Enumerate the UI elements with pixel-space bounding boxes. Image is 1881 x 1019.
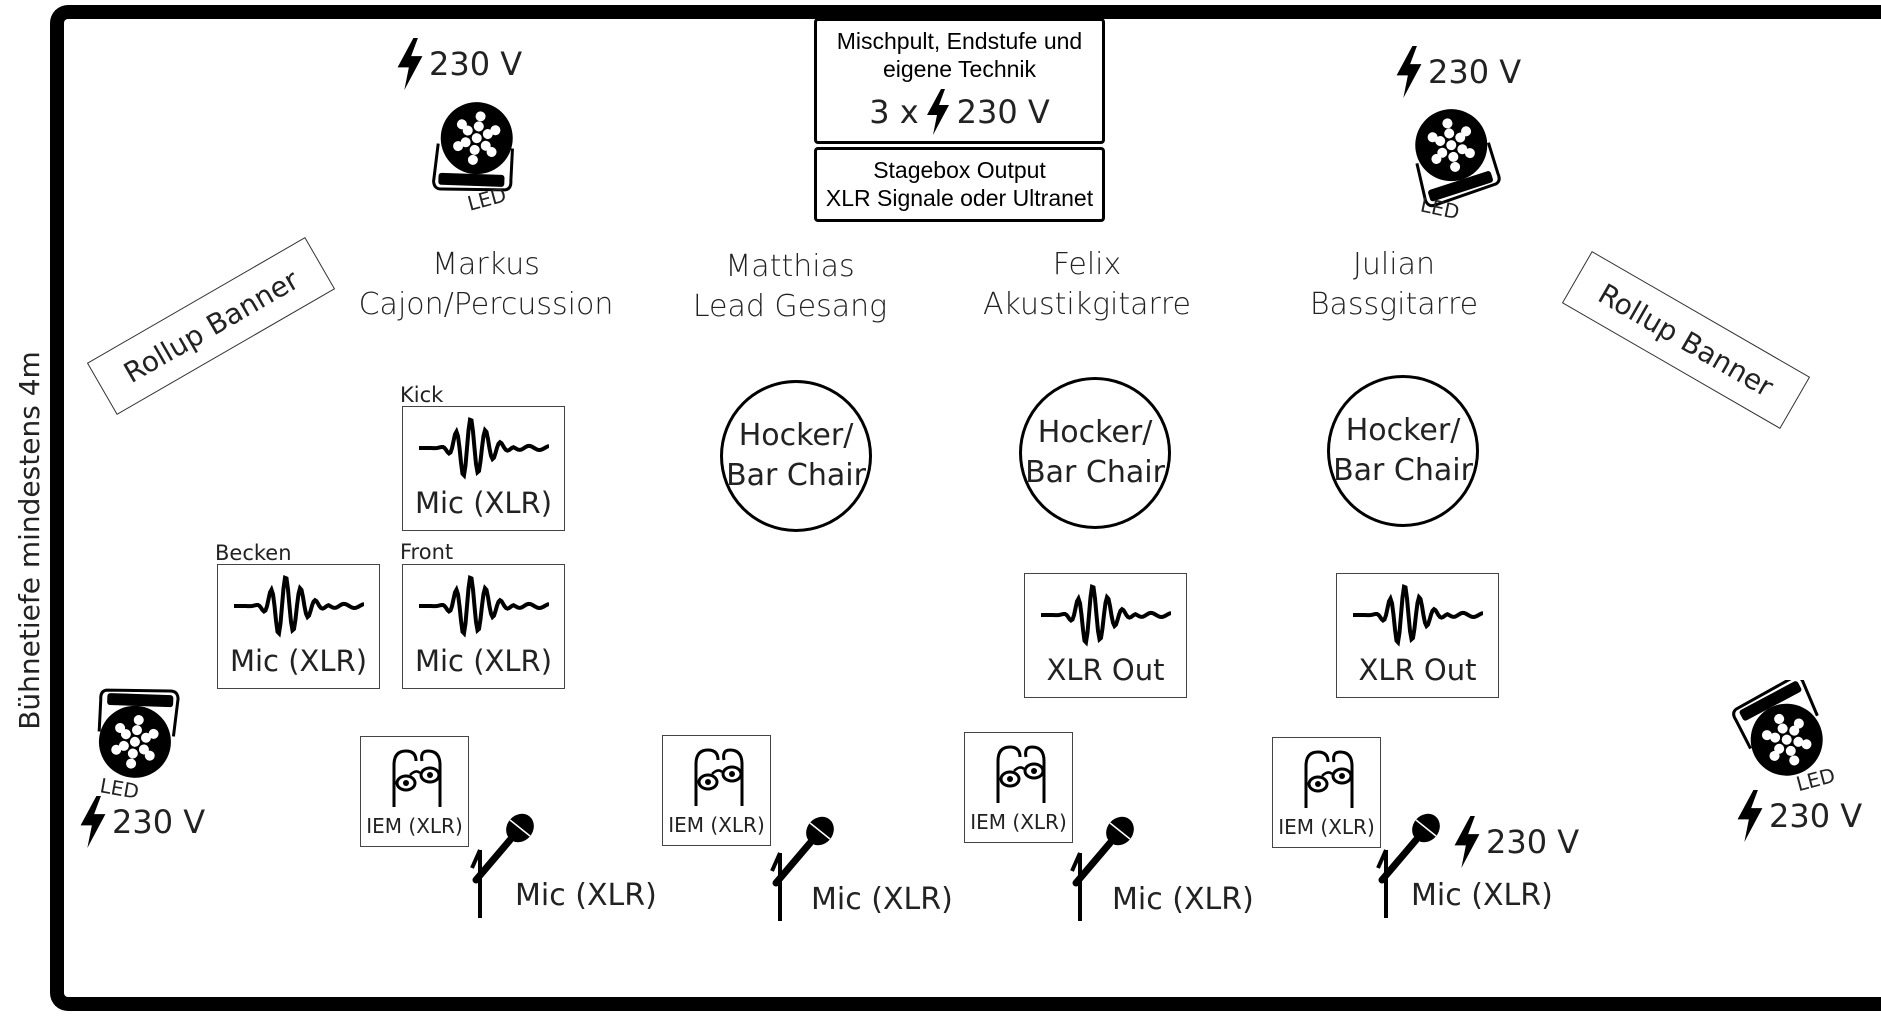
musician-markus: Markus Cajon/Percussion (356, 245, 616, 325)
xlr-out-label: XLR Out (1046, 653, 1165, 687)
stage-depth-label: Bühnetiefe mindestens 4m (12, 350, 46, 730)
in-ear-monitor-icon (392, 749, 441, 807)
becken-label: Becken (215, 541, 292, 565)
led-spotlight: LED (1398, 95, 1508, 225)
tech-box-line1: Mischpult, Endstufe und (836, 28, 1083, 54)
musician-julian: Julian Bassgitarre (1264, 245, 1524, 325)
waveform-icon (418, 574, 549, 638)
bar-chair: Hocker/Bar Chair (720, 380, 872, 532)
mic-label: Mic (XLR) (1112, 882, 1254, 917)
musician-role: Cajon/Percussion (358, 287, 614, 322)
mic-box-label: Mic (XLR) (414, 644, 553, 678)
lightning-icon (1737, 790, 1763, 842)
led-spotlight: LED (1730, 675, 1840, 800)
microphone-icon (1070, 816, 1134, 921)
iem-box: IEM (XLR) (964, 732, 1073, 843)
tech-box: Mischpult, Endstufe und eigene Technik 3… (814, 18, 1105, 144)
stagebox-line1: Stagebox Output (873, 157, 1046, 183)
in-ear-monitor-icon (694, 748, 743, 806)
xlr-out-box: XLR Out (1024, 573, 1187, 698)
iem-box: IEM (XLR) (360, 736, 469, 847)
musician-name: Felix (1052, 247, 1122, 282)
musician-felix: Felix Akustikgitarre (957, 245, 1217, 325)
tech-box-line2: eigene Technik (882, 56, 1037, 82)
microphone-icon (470, 813, 534, 918)
musician-name: Markus (432, 247, 540, 282)
mic-box-label: Mic (XLR) (229, 644, 368, 678)
lightning-icon (397, 38, 423, 90)
led-spotlight: LED (420, 88, 530, 218)
power-230v: 230 V (395, 38, 522, 90)
tech-box-voltage: 230 V (956, 93, 1050, 131)
power-230v: 230 V (1735, 790, 1862, 842)
bar-chair: Hocker/Bar Chair (1019, 377, 1171, 529)
musician-role: Lead Gesang (692, 289, 888, 324)
lightning-icon (1454, 816, 1480, 868)
lightning-icon (80, 796, 106, 848)
mic-label: Mic (XLR) (1411, 878, 1553, 913)
power-230v: 230 V (1452, 816, 1579, 868)
iem-box: IEM (XLR) (662, 735, 771, 846)
becken-mic-box: Mic (XLR) (217, 564, 380, 689)
in-ear-monitor-icon (1304, 750, 1353, 808)
stagebox-line2: XLR Signale oder Ultranet (825, 185, 1094, 211)
led-spotlight: LED (82, 668, 192, 804)
lightning-icon (1396, 46, 1422, 98)
stagebox-output: Stagebox Output XLR Signale oder Ultrane… (814, 147, 1105, 222)
mic-label: Mic (XLR) (515, 878, 657, 913)
musician-role: Akustikgitarre (982, 287, 1192, 322)
musician-matthias: Matthias Lead Gesang (660, 247, 920, 327)
front-label: Front (400, 540, 454, 564)
power-230v: 230 V (78, 796, 205, 848)
power-230v: 230 V (1394, 46, 1521, 98)
xlr-out-label: XLR Out (1358, 653, 1477, 687)
waveform-icon (1352, 583, 1483, 647)
kick-mic-box: Mic (XLR) (402, 406, 565, 531)
musician-role: Bassgitarre (1309, 287, 1479, 322)
waveform-icon (1040, 583, 1171, 647)
tech-box-power: 3 x 230 V (817, 89, 1102, 135)
mic-box-label: Mic (XLR) (414, 486, 553, 520)
musician-name: Matthias (725, 249, 855, 284)
mic-label: Mic (XLR) (811, 882, 953, 917)
xlr-out-box: XLR Out (1336, 573, 1499, 698)
waveform-icon (233, 574, 364, 638)
kick-label: Kick (400, 383, 444, 407)
bar-chair: Hocker/Bar Chair (1327, 375, 1479, 527)
in-ear-monitor-icon (996, 745, 1045, 803)
lightning-icon (926, 89, 949, 135)
tech-box-count: 3 x (869, 93, 919, 131)
iem-box: IEM (XLR) (1272, 737, 1381, 848)
musician-name: Julian (1353, 247, 1435, 282)
microphone-icon (1376, 813, 1440, 918)
waveform-icon (418, 416, 549, 480)
microphone-icon (770, 816, 834, 921)
front-mic-box: Mic (XLR) (402, 564, 565, 689)
